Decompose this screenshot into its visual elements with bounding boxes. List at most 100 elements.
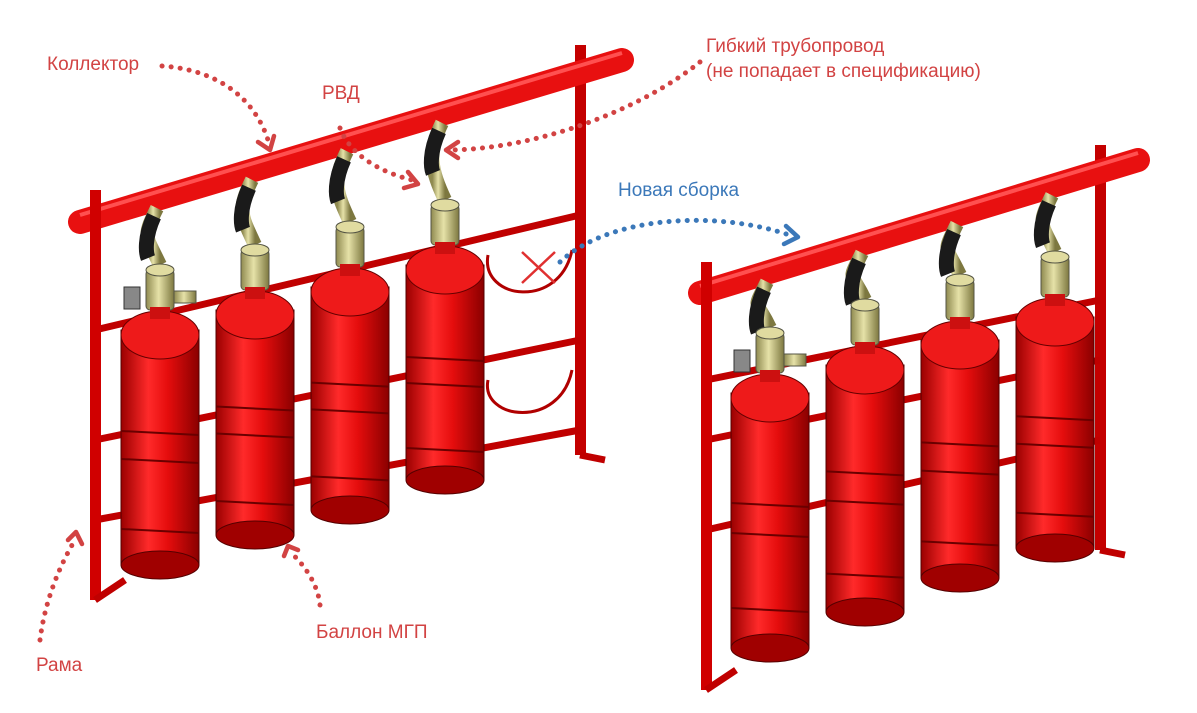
valve-cap (145, 263, 175, 277)
cylinder-band (920, 441, 1000, 448)
hose-sleeve (328, 156, 351, 205)
valve-cap (430, 198, 460, 212)
valve-collar (1045, 294, 1065, 306)
frame-pointer-arrow (37, 537, 78, 643)
flex-pipe-label: Гибкий трубопровод (706, 36, 885, 57)
frame-post (575, 45, 586, 455)
cylinder-bottom (1015, 533, 1095, 563)
hose-sleeve (423, 127, 446, 176)
cylinder-band (215, 500, 295, 506)
cylinder-bottom (730, 633, 810, 663)
valve-cap (945, 273, 975, 287)
cylinder-band (920, 469, 1000, 476)
cylinder-band (920, 540, 1000, 547)
valve-cap (755, 326, 785, 340)
cylinder-band (825, 470, 905, 477)
valve-collar (950, 317, 970, 329)
cylinder-band (1015, 511, 1095, 518)
cylinder-body (730, 392, 810, 649)
frame-foot (93, 577, 127, 603)
cylinder-body (215, 309, 295, 536)
collector-highlight (79, 51, 623, 217)
cylinder-band (405, 356, 485, 362)
empty-cradle (486, 249, 574, 294)
frame-label: Рама (36, 655, 83, 676)
frame-foot (704, 667, 738, 693)
cylinder-band (1015, 415, 1095, 422)
cylinder-pointer-arrow (287, 549, 323, 608)
cylinder-band (730, 607, 810, 613)
valve-collar (435, 242, 455, 254)
valve-cap (335, 220, 365, 234)
hose-sleeve (938, 228, 961, 277)
cylinder-label: Баллон МГП (316, 622, 428, 643)
new-assembly (688, 145, 1150, 693)
cylinder-bottom (310, 495, 390, 525)
arrowhead (281, 543, 301, 559)
cylinder-body (920, 339, 1000, 579)
cylinder-band (730, 502, 810, 508)
valve-collar (760, 370, 780, 382)
cylinder-bottom (920, 563, 1000, 593)
cylinder-bottom (405, 465, 485, 495)
arrowhead (401, 169, 421, 191)
cylinder-body (120, 329, 200, 566)
cylinder-bottom (825, 597, 905, 627)
collector-pipe (68, 48, 634, 234)
cylinder-band (120, 528, 200, 534)
hose-sleeve (138, 212, 161, 261)
valve-collar (340, 264, 360, 276)
cylinder-band (405, 382, 485, 388)
new-assembly-label: Новая сборка (618, 180, 740, 201)
cylinder-bottom (215, 520, 295, 550)
cylinder-band (310, 381, 390, 388)
hose-label: РВД (322, 83, 360, 104)
cylinder-band (215, 432, 295, 439)
arrowhead (781, 223, 801, 247)
collector-highlight (699, 151, 1139, 288)
valve-cap (1040, 250, 1070, 264)
arrowhead (255, 133, 277, 153)
valve-cap (240, 243, 270, 257)
frame-post (1095, 145, 1106, 550)
cylinder-body (825, 364, 905, 613)
fitting (173, 290, 197, 304)
cylinder-band (405, 447, 485, 453)
hose-sleeve (843, 257, 866, 306)
frame-post (90, 190, 101, 600)
cylinder-body (405, 264, 485, 481)
cylinder-band (120, 458, 200, 464)
cylinder-bottom (120, 550, 200, 580)
pressure-gauge (733, 349, 751, 373)
frame-post (701, 262, 712, 690)
cylinder-band (310, 408, 390, 415)
cylinder-body (1015, 316, 1095, 549)
collector-pipe (688, 148, 1150, 305)
cylinder-band (730, 532, 810, 538)
hose-sleeve (748, 286, 771, 335)
new-assembly-pointer-arrow (557, 217, 795, 265)
hose-sleeve (233, 184, 256, 233)
cylinder-band (215, 405, 295, 412)
frame-foot (579, 451, 606, 464)
cylinder-band (825, 499, 905, 506)
hose-sleeve (1033, 200, 1056, 248)
valve-collar (150, 307, 170, 319)
flex-pipe-note: (не попадает в спецификацию) (706, 61, 981, 82)
old-assembly (68, 45, 634, 603)
valve-collar (855, 342, 875, 354)
cylinder-band (120, 430, 200, 436)
arrowhead (443, 139, 461, 161)
cylinder-band (1015, 442, 1095, 449)
collector-label: Коллектор (47, 54, 140, 75)
collector-pointer-arrow (159, 63, 271, 143)
valve-cap (850, 298, 880, 312)
cylinder-band (825, 572, 905, 579)
removed-cylinder-mark (521, 251, 556, 284)
pressure-gauge (123, 286, 141, 310)
flex-pipe-pointer-arrow (449, 59, 703, 153)
frame-foot (1099, 546, 1126, 559)
valve-collar (245, 287, 265, 299)
